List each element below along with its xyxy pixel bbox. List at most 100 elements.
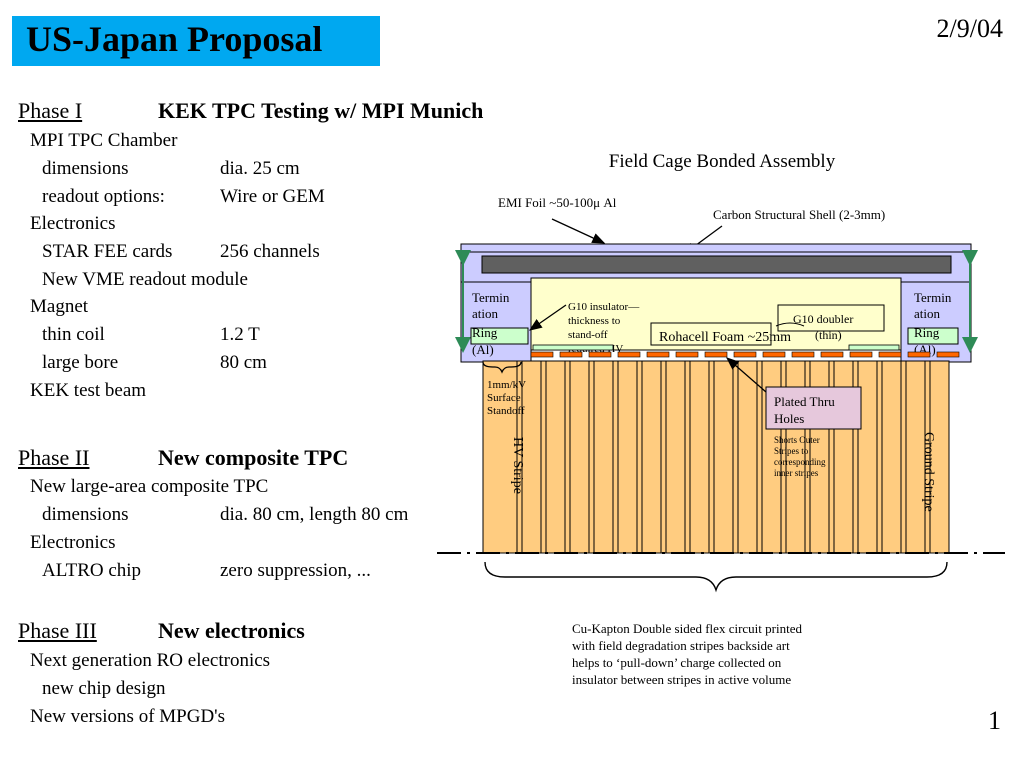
rohacell-label-box	[650, 322, 772, 346]
g10-doubler-label: G10 doubler (thin)	[793, 312, 853, 342]
svg-text:Termin: Termin	[472, 290, 510, 305]
field-stripe-gap	[732, 360, 739, 554]
phase-1-item-value: 80 cm	[220, 352, 267, 373]
field-stripe	[641, 360, 662, 554]
svg-text:Ring: Ring	[914, 325, 940, 340]
carbon-shell-label: Carbon Structural Shell (2-3mm)	[713, 207, 885, 222]
termination-ring-right	[907, 327, 959, 345]
termination-ring-left-label: Termin ation Ring (Al)	[472, 290, 510, 357]
field-stripe	[593, 360, 614, 554]
phase-1-item: KEK test beam	[30, 380, 147, 401]
termination-ring-left	[470, 327, 529, 345]
field-stripe	[713, 360, 734, 554]
svg-text:Stripes to: Stripes to	[774, 446, 809, 456]
svg-text:ation: ation	[472, 306, 498, 321]
phase-3-item: Next generation RO electronics	[30, 650, 271, 671]
phase-1-item-value: 256 channels	[220, 241, 320, 262]
copper-pad	[530, 351, 554, 358]
field-stripe	[737, 360, 758, 554]
copper-pad	[588, 351, 612, 358]
field-stripe-gap	[564, 360, 571, 554]
phase-2-heading: New composite TPC	[158, 445, 349, 470]
hv-stripe-label: HV Stripe	[510, 437, 525, 494]
hv-stripe	[482, 360, 518, 554]
copper-pad	[820, 351, 844, 358]
phase-1-item: thin coil	[42, 324, 105, 345]
phase-1-item: dimensions	[42, 158, 129, 179]
plated-holes-arrow	[726, 357, 767, 393]
copper-pad	[791, 351, 815, 358]
field-stripe-gap	[684, 360, 691, 554]
copper-pad	[733, 351, 757, 358]
left-frame	[460, 281, 532, 363]
svg-text:Plated Thru: Plated Thru	[774, 394, 835, 409]
copper-pad	[617, 351, 641, 358]
emi-foil-layer	[460, 243, 972, 253]
field-stripe	[689, 360, 710, 554]
phase-1-item: MPI TPC Chamber	[30, 130, 178, 151]
diagram-title: Field Cage Bonded Assembly	[609, 151, 836, 172]
field-stripe-gap	[900, 360, 907, 554]
phase-1-item-value: 1.2 T	[220, 324, 260, 345]
svg-text:(Al): (Al)	[472, 342, 494, 357]
g10-doubler-box	[777, 304, 885, 332]
svg-text:Ring: Ring	[472, 325, 498, 340]
emi-foil-arrow	[551, 218, 606, 244]
phase-1-item: large bore	[42, 352, 119, 373]
phase-1-item: New VME readout module	[42, 269, 248, 290]
slide-number: 1	[988, 706, 1001, 735]
phase-3-label: Phase III	[18, 618, 97, 643]
svg-text:thickness to: thickness to	[568, 315, 621, 327]
phase-3-heading: New electronics	[158, 618, 305, 643]
svg-text:stand-off: stand-off	[568, 329, 608, 341]
field-stripes	[482, 351, 960, 554]
standoff-label: 1mm/kV Surface Standoff	[487, 379, 526, 417]
rohacell-label: Rohacell Foam ~25mm	[659, 330, 791, 345]
field-stripe	[545, 360, 566, 554]
field-stripe-gap	[612, 360, 619, 554]
copper-pad	[646, 351, 670, 358]
phase-1-label: Phase I	[18, 98, 83, 123]
shorts-note: Shorts Outer Stripes to corresponding in…	[774, 435, 826, 478]
phase-2-item: Electronics	[30, 532, 116, 553]
svg-text:Standoff: Standoff	[487, 405, 525, 417]
phase-2-item: dimensions	[42, 504, 129, 525]
title-banner	[12, 16, 380, 66]
field-stripe-gap	[708, 360, 715, 554]
green-strip	[532, 344, 614, 351]
field-stripe	[929, 360, 950, 554]
copper-pad	[704, 351, 728, 358]
svg-text:G10 insulator—: G10 insulator—	[568, 301, 640, 313]
copper-pad	[559, 351, 583, 358]
field-stripe-gap	[588, 360, 595, 554]
phase-1-item: readout options:	[42, 186, 165, 207]
phase-1-item-value: dia. 25 cm	[220, 158, 300, 179]
phase-1-item: Magnet	[30, 296, 89, 317]
phase-1-item-value: Wire or GEM	[220, 186, 325, 207]
phase-2-item: New large-area composite TPC	[30, 476, 269, 497]
phase-2-item-value: zero suppression, ...	[220, 560, 371, 581]
copper-pad	[878, 351, 902, 358]
svg-text:1mm/kV: 1mm/kV	[487, 379, 526, 391]
copper-pad	[907, 351, 931, 358]
field-stripe-gap	[540, 360, 547, 554]
svg-text:ation: ation	[914, 306, 940, 321]
green-strip	[848, 344, 900, 351]
field-stripe-gap	[876, 360, 883, 554]
phase-1-heading: KEK TPC Testing w/ MPI Munich	[158, 98, 484, 123]
svg-text:inner stripes: inner stripes	[774, 468, 819, 478]
phase-2-item-value: dia. 80 cm, length 80 cm	[220, 504, 409, 525]
field-stripe-gap	[636, 360, 643, 554]
svg-text:helps to ‘pull-down’ charge co: helps to ‘pull-down’ charge collected on	[572, 655, 782, 670]
svg-text:Cu-Kapton Double sided flex ci: Cu-Kapton Double sided flex circuit prin…	[572, 621, 802, 636]
svg-text:Holes: Holes	[774, 411, 804, 426]
svg-text:Surface: Surface	[487, 392, 521, 404]
svg-text:G10 doubler: G10 doubler	[793, 312, 853, 326]
g10-insulator-arrow	[528, 304, 567, 331]
emi-foil-label: EMI Foil ~50-100μ Al	[498, 195, 617, 210]
plated-holes-box	[765, 386, 862, 430]
field-stripe	[665, 360, 686, 554]
phase-3-item: New versions of MPGD's	[30, 706, 226, 727]
phase-2-label: Phase II	[18, 445, 90, 470]
